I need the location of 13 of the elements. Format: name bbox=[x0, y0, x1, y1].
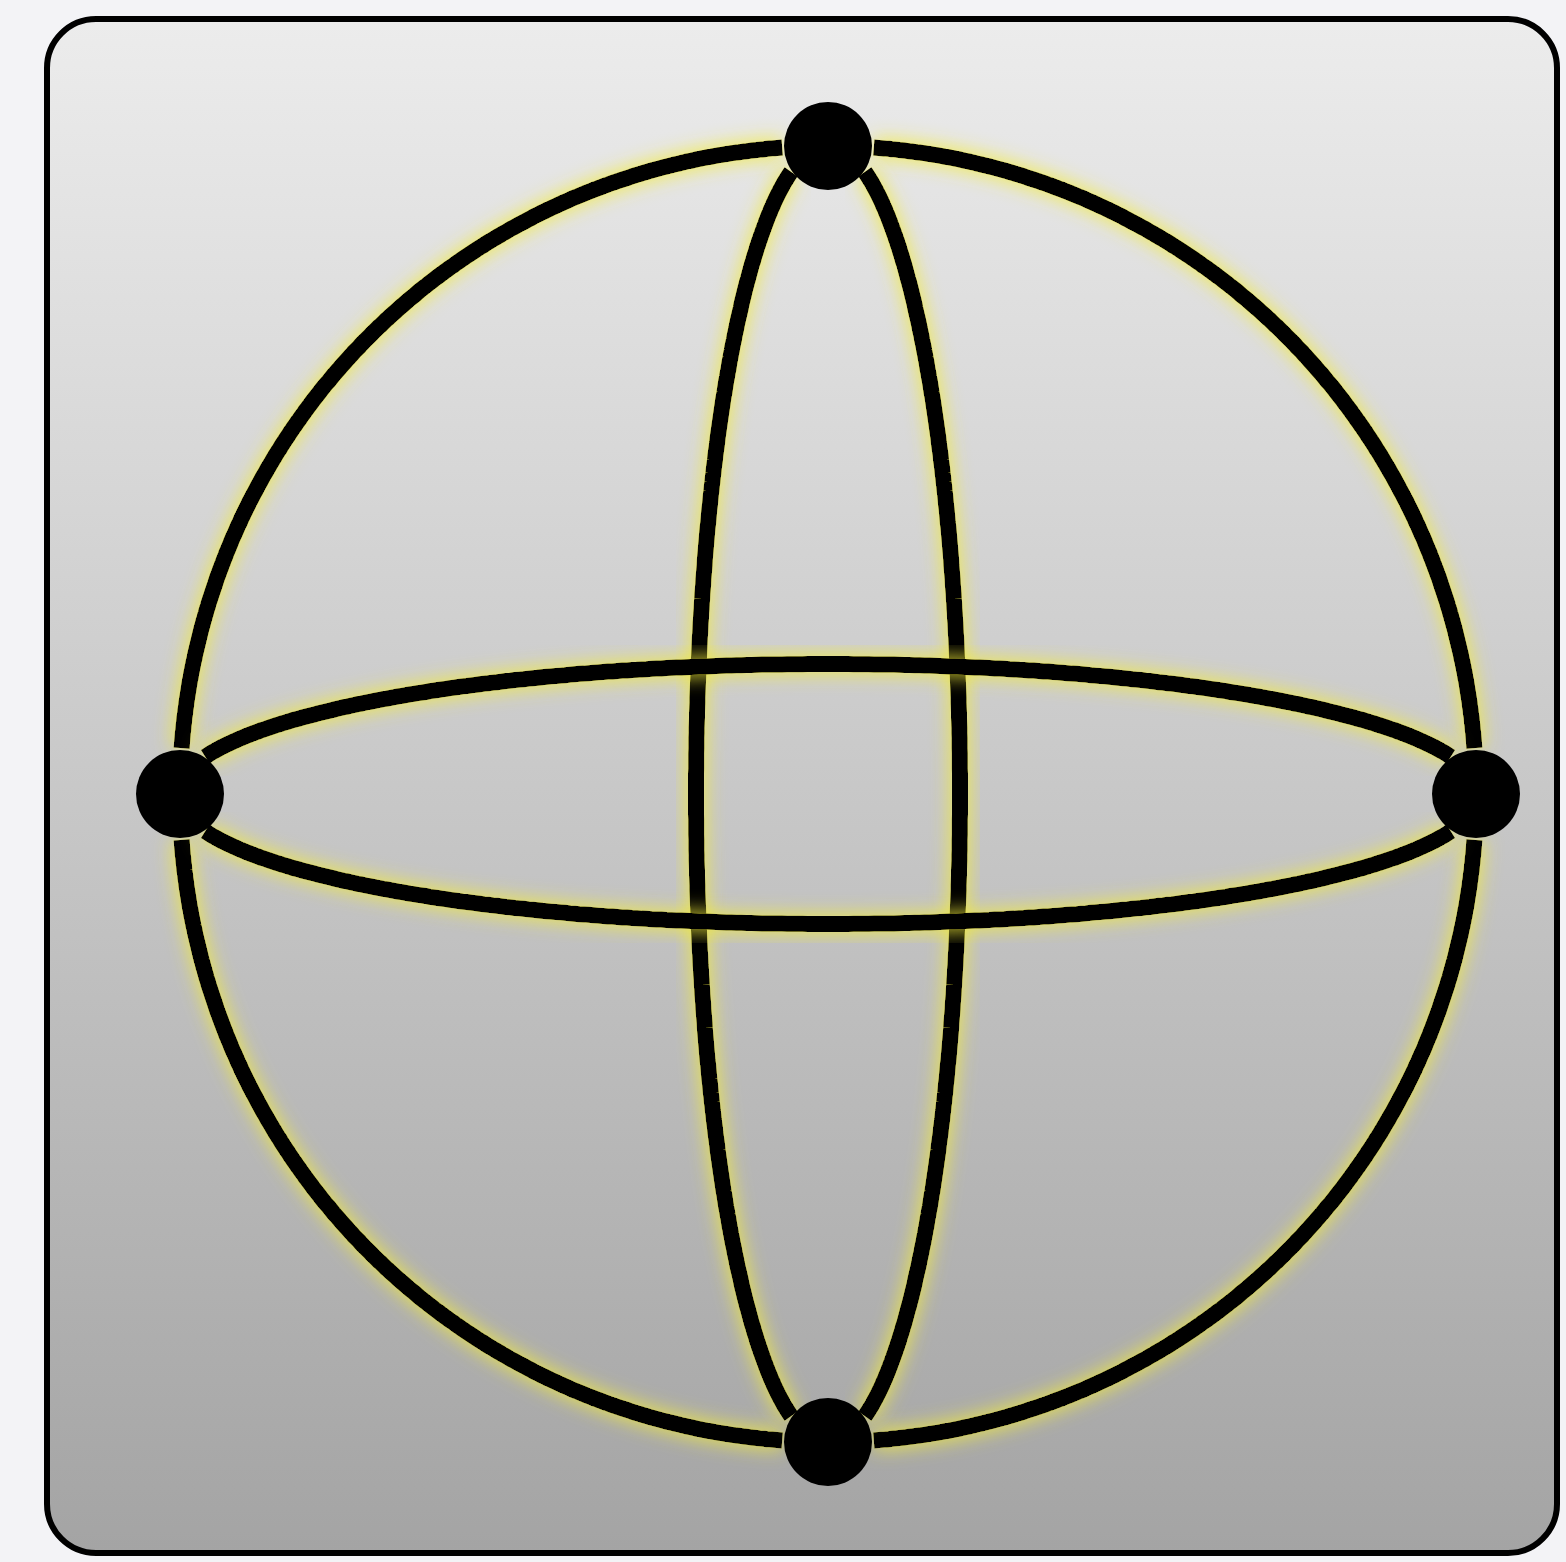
junction-dot bbox=[784, 102, 872, 190]
junction-dot bbox=[1432, 750, 1520, 838]
arc-line bbox=[868, 139, 1483, 754]
arc-line bbox=[173, 834, 788, 1449]
junction-dot bbox=[136, 750, 224, 838]
arc-line bbox=[688, 165, 799, 1423]
arc-line bbox=[857, 165, 968, 1423]
junction-dot bbox=[784, 1398, 872, 1486]
arc-line bbox=[198, 824, 1458, 932]
arc-line bbox=[198, 656, 1458, 764]
rounded-panel bbox=[44, 16, 1560, 1556]
arc-line bbox=[868, 834, 1483, 1449]
arc-line bbox=[173, 139, 788, 754]
